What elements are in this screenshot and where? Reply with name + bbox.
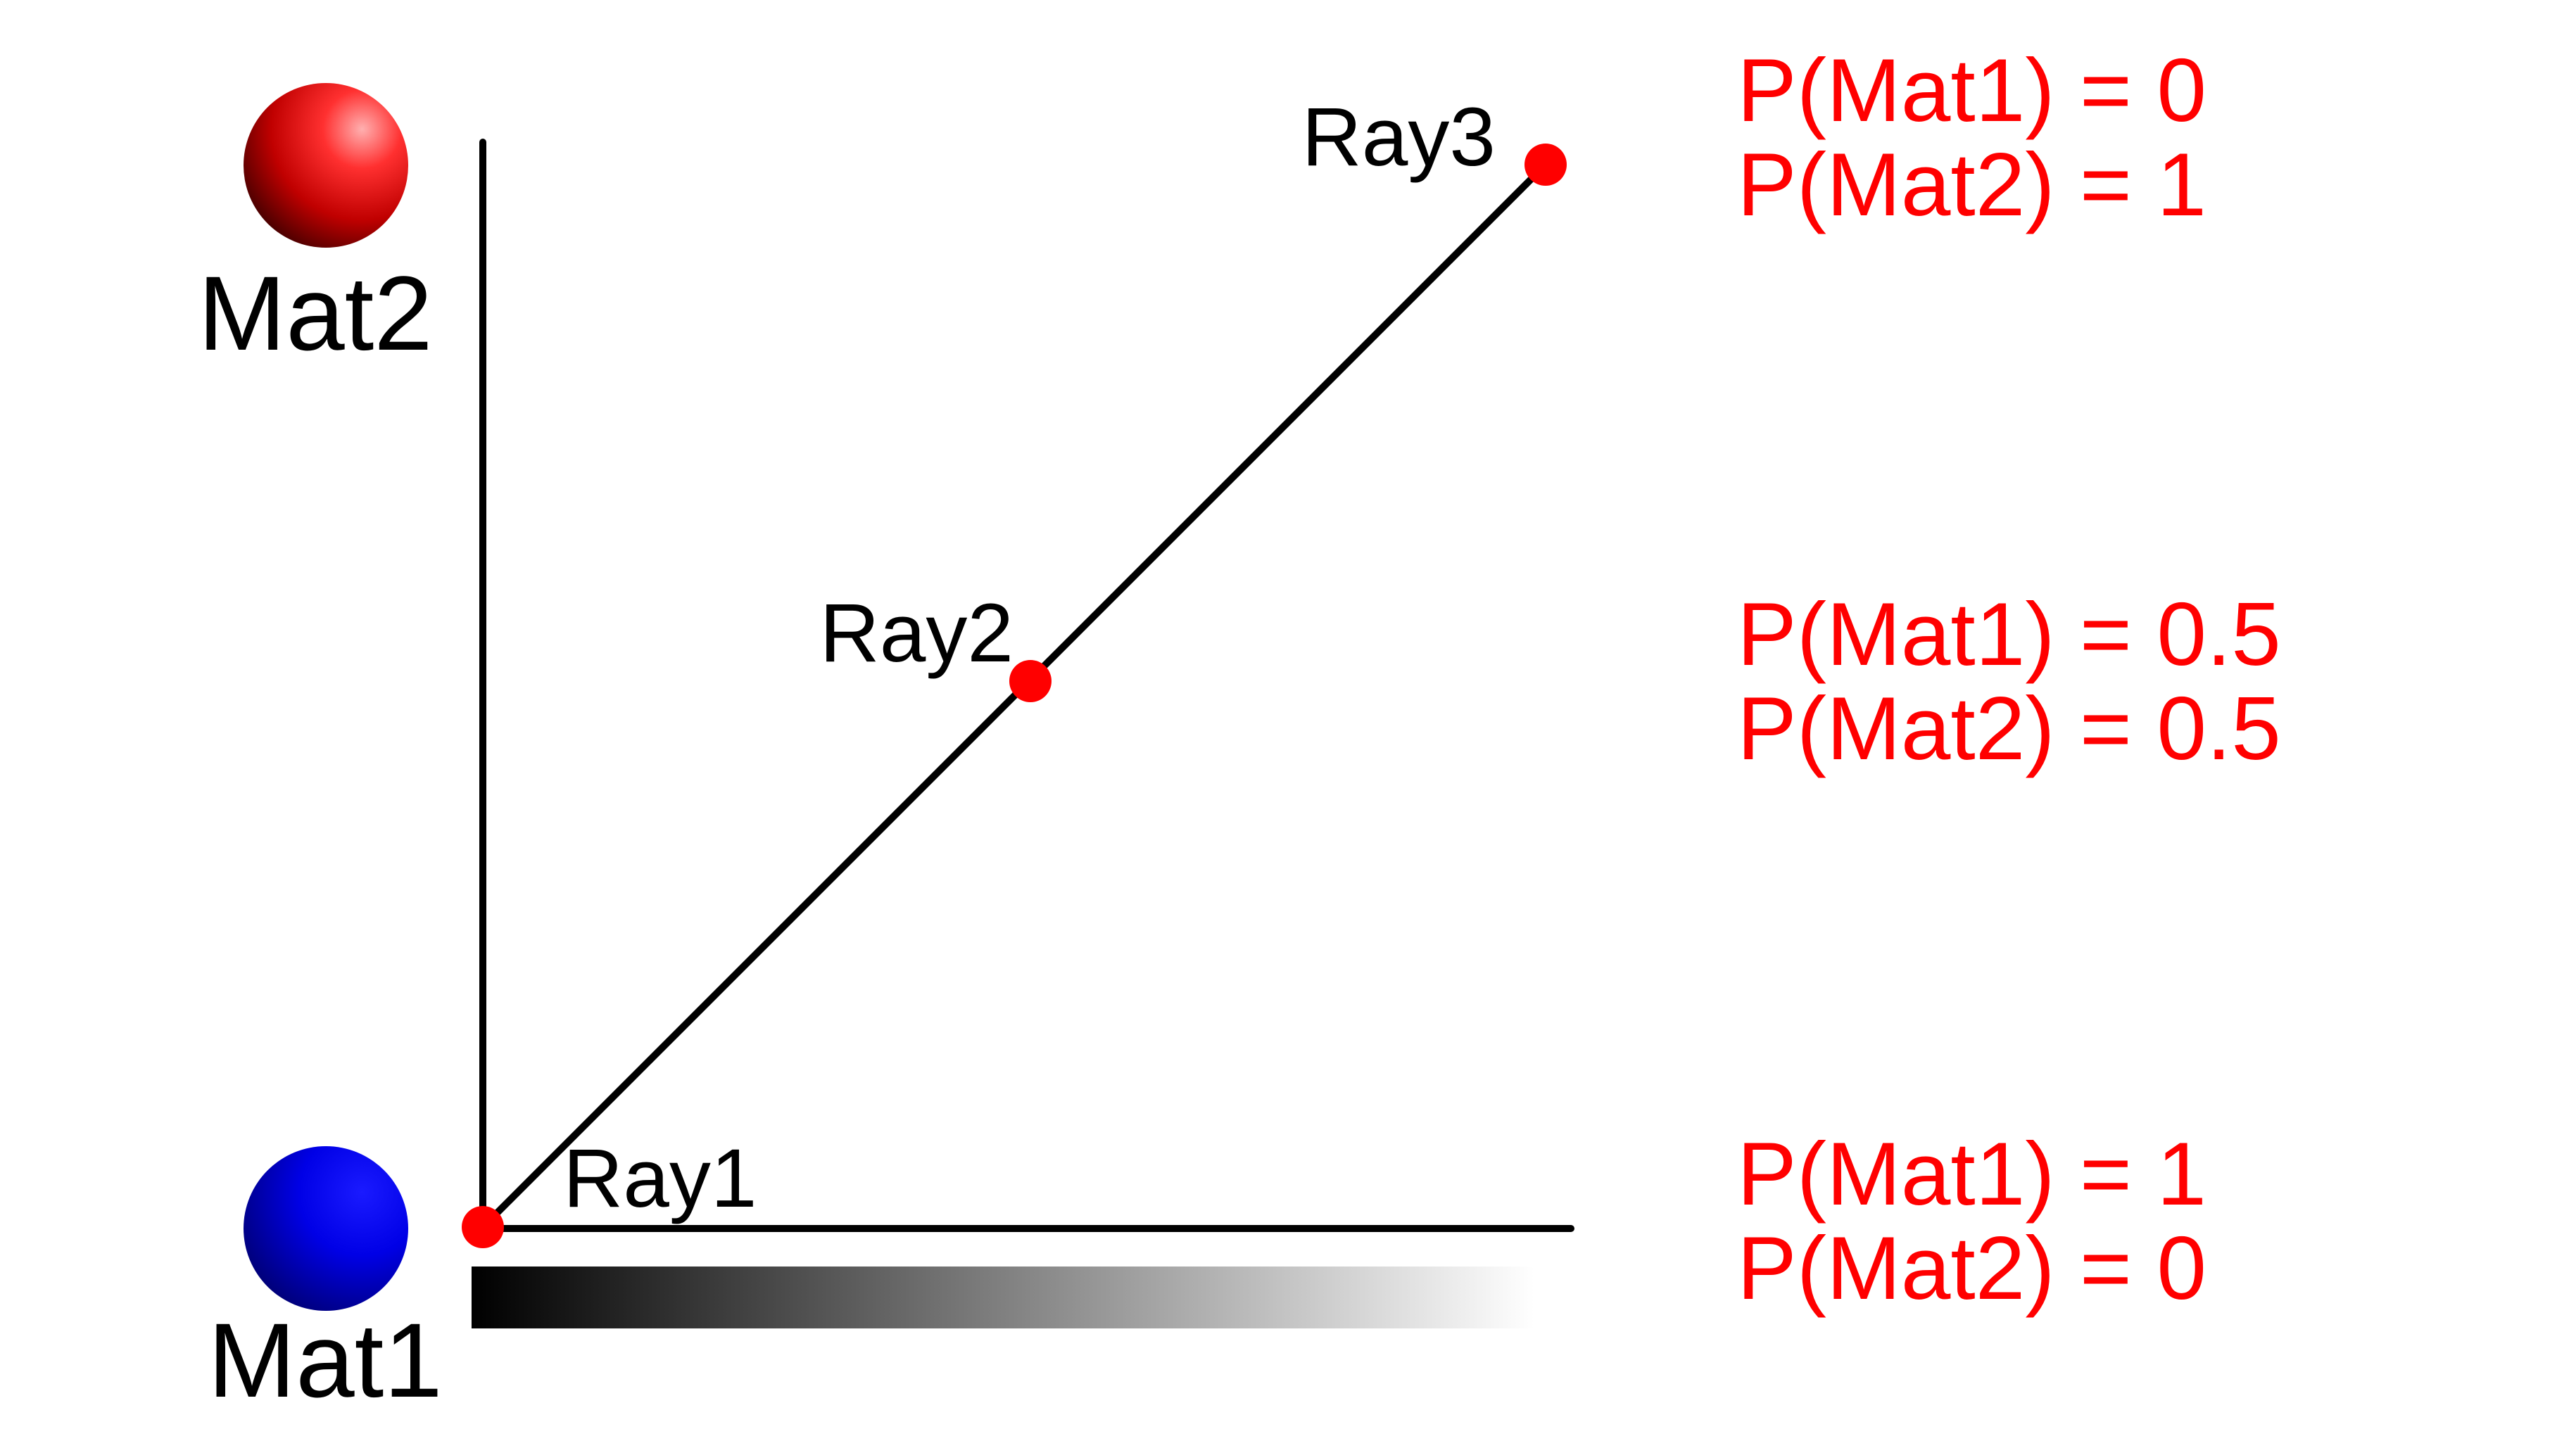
ray3-point: [1524, 144, 1567, 186]
ray1-point: [462, 1206, 504, 1248]
blue-sphere-icon: [244, 1146, 408, 1311]
ray1-label: Ray1: [563, 1132, 757, 1225]
ray-line: [479, 161, 1549, 1231]
ray1-p-mat2: P(Mat2) = 0: [1737, 1218, 2206, 1318]
gradient-bar: [472, 1267, 1534, 1328]
mat1-label: Mat1: [208, 1301, 442, 1419]
ray3-label: Ray3: [1302, 91, 1496, 184]
mat2-label: Mat2: [198, 254, 432, 372]
ray2-p-mat2: P(Mat2) = 0.5: [1737, 678, 2281, 778]
ray2-point: [1009, 660, 1052, 702]
ray3-p-mat1: P(Mat1) = 0: [1737, 40, 2206, 140]
ray2-p-mat1: P(Mat1) = 0.5: [1737, 584, 2281, 684]
ray1-p-mat1: P(Mat1) = 1: [1737, 1124, 2206, 1224]
red-sphere-icon: [244, 83, 408, 248]
ray2-label: Ray2: [820, 587, 1014, 680]
ray3-p-mat2: P(Mat2) = 1: [1737, 134, 2206, 234]
